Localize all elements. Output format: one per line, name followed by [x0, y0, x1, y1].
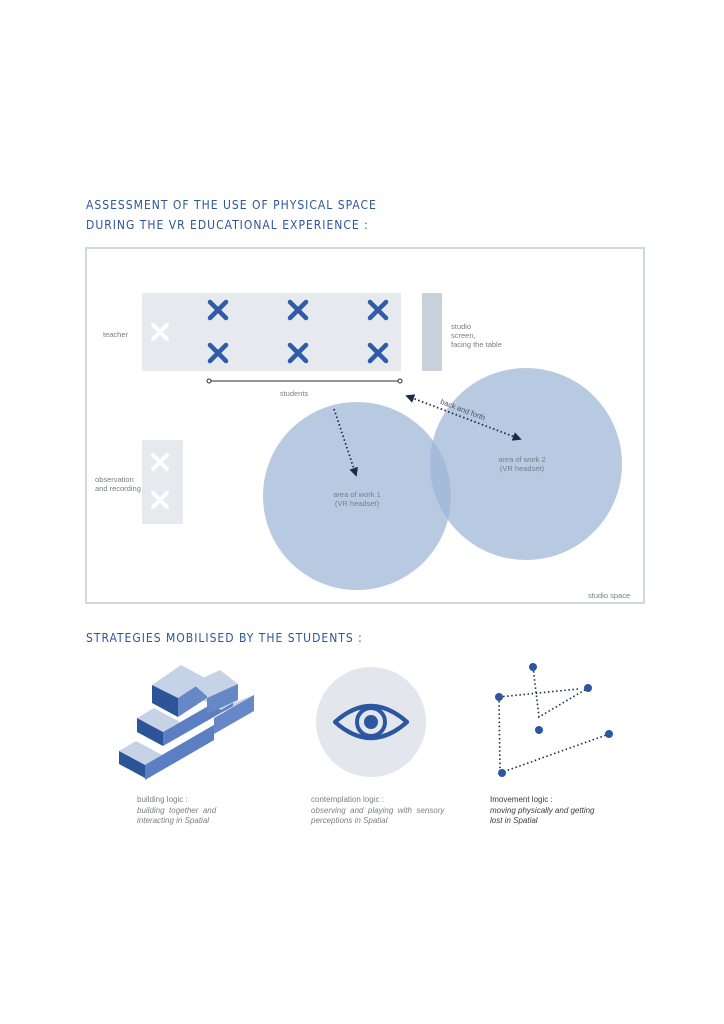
observation-area [142, 440, 183, 524]
strategy-contemplation-desc-line1: observing and playing with sensory [311, 805, 445, 815]
strategy-movement-desc-line1: moving physically and getting [490, 805, 595, 815]
strategies-title: STRATEGIES MOBILISED BY THE STUDENTS : [86, 631, 363, 645]
screen-label: studio screen, facing the table [451, 322, 515, 349]
studio-screen [422, 293, 442, 371]
screen-label-line2: facing the table [451, 340, 502, 349]
section-title-strategies: STRATEGIES MOBILISED BY THE STUDENTS : [86, 628, 363, 648]
strategy-building-desc-line1: building together and [137, 805, 217, 815]
strategy-contemplation-label: contemplation logic : observing and play… [311, 795, 451, 827]
area2-label-line2: (VR headset) [499, 464, 545, 473]
student-table [142, 293, 401, 371]
section-title-space-assessment: ASSESSMENT OF THE USE OF PHYSICAL SPACE … [86, 195, 377, 235]
area1-label: area of work 1 (VR headset) [318, 490, 396, 508]
brick-wall-icon [119, 665, 254, 780]
students-label: students [279, 389, 309, 398]
dotted-path-nodes [495, 663, 613, 777]
observation-label-line2: and recording [95, 484, 141, 493]
dotted-path-icon [498, 666, 610, 774]
area1-label-line2: (VR headset) [334, 499, 380, 508]
teacher-label: teacher [103, 330, 129, 339]
screen-label-word1: studio [451, 322, 472, 331]
area2-label: area of work 2 (VR headset) [483, 455, 561, 473]
eye-icon [316, 667, 426, 777]
strategy-building-desc-line2: interacting in Spatial [137, 816, 210, 825]
title-line-1: ASSESSMENT OF THE USE OF PHYSICAL SPACE [86, 198, 377, 212]
work-area-1 [263, 402, 451, 590]
strategy-building-label: building logic : building together and i… [137, 795, 227, 827]
strategy-movement-name: Imovement logic : [490, 795, 553, 804]
area1-label-line1: area of work 1 [333, 490, 381, 499]
screen-label-line1: studio screen, [451, 322, 515, 340]
studio-frame [85, 247, 645, 604]
strategy-movement-desc-line2: lost in Spatial [490, 816, 538, 825]
studio-space-label: studio space [588, 591, 631, 600]
strategy-contemplation-name: contemplation logic : [311, 795, 384, 804]
back-and-forth-arrow [405, 394, 522, 441]
area2-label-line1: area of work 2 [498, 455, 546, 464]
strategy-contemplation-desc-line2: perceptions in Spatial [311, 816, 388, 825]
strategy-building-name: building logic : [137, 795, 188, 804]
strategy-movement-label: Imovement logic : moving physically and … [490, 795, 620, 827]
title-line-2: DURING THE VR EDUCATIONAL EXPERIENCE : [86, 218, 369, 232]
observation-label: observation and recording [95, 475, 141, 493]
observation-label-line1: observation [95, 475, 134, 484]
screen-label-word2: screen, [451, 331, 476, 340]
